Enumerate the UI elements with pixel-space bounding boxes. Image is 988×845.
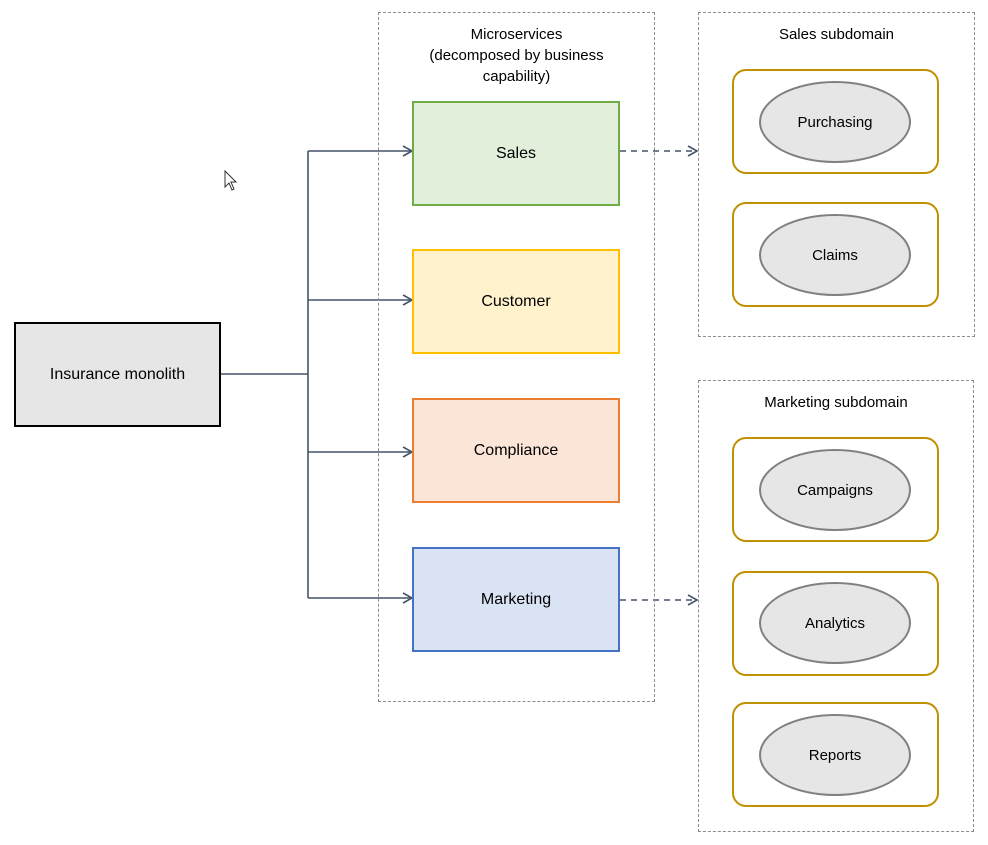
microservices-group: Microservices (decomposed by business ca… (378, 12, 655, 702)
insurance-monolith-box[interactable]: Insurance monolith (14, 322, 221, 427)
service-marketing[interactable]: Marketing (412, 547, 620, 652)
sales-subdomain-title: Sales subdomain (778, 26, 895, 43)
reports-label: Reports (808, 746, 862, 764)
reports-node[interactable]: Reports (759, 714, 911, 796)
microservices-title: Microservices (decomposed by business ca… (429, 26, 604, 85)
purchasing-label: Purchasing (797, 113, 873, 131)
service-sales-label: Sales (495, 144, 537, 162)
campaigns-node[interactable]: Campaigns (759, 449, 911, 531)
service-marketing-label: Marketing (480, 590, 552, 608)
claims-node[interactable]: Claims (759, 214, 911, 296)
campaigns-label: Campaigns (797, 481, 873, 499)
purchasing-node[interactable]: Purchasing (759, 81, 911, 163)
service-compliance[interactable]: Compliance (412, 398, 620, 503)
monolith-label: Insurance monolith (49, 365, 186, 383)
marketing-subdomain-title: Marketing subdomain (764, 394, 908, 411)
service-sales[interactable]: Sales (412, 101, 620, 206)
service-customer-label: Customer (481, 292, 551, 310)
service-customer[interactable]: Customer (412, 249, 620, 354)
analytics-label: Analytics (804, 614, 866, 632)
sales-subdomain-group: Sales subdomain (698, 12, 975, 337)
marketing-subdomain-group: Marketing subdomain (698, 380, 974, 832)
analytics-node[interactable]: Analytics (759, 582, 911, 664)
claims-label: Claims (812, 246, 858, 264)
mouse-cursor-icon (224, 169, 238, 191)
service-compliance-label: Compliance (473, 441, 559, 459)
